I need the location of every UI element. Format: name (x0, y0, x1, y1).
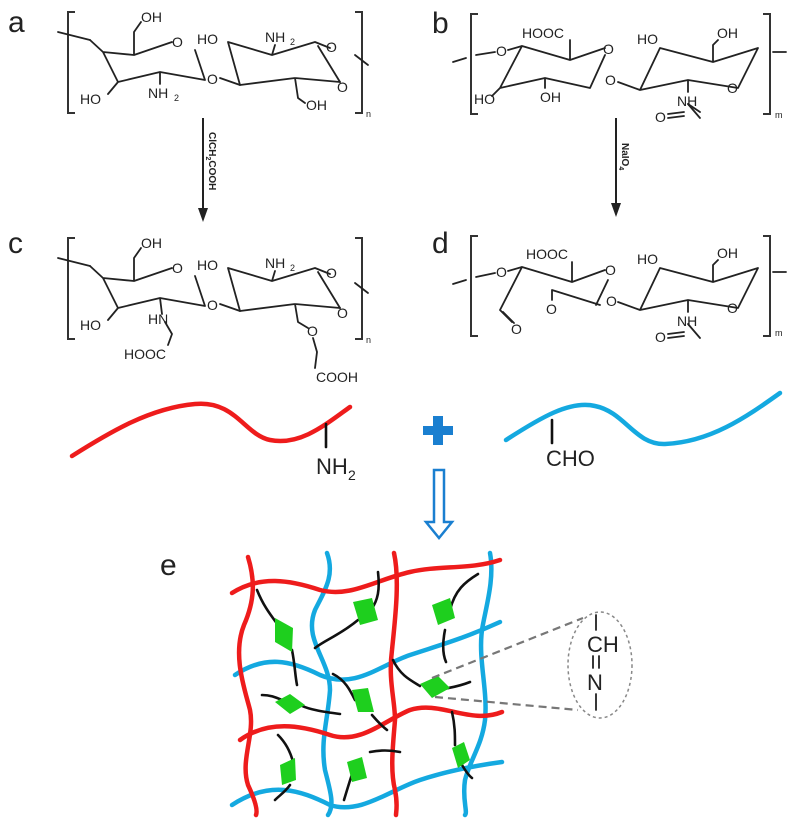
panel-label-a: a (8, 6, 25, 39)
svg-text:HO: HO (197, 257, 218, 273)
reaction-arrow-a-to-c: ClCH2COOH (198, 118, 217, 222)
reaction-arrow-b-to-d: NaIO4 (611, 118, 630, 217)
svg-text:HO: HO (637, 251, 658, 267)
svg-text:O: O (496, 43, 507, 59)
panel-label-c: c (8, 227, 23, 260)
svg-text:NH: NH (316, 454, 348, 479)
svg-text:OH: OH (306, 97, 327, 113)
panel-e-hydrogel-network: e (160, 549, 505, 818)
svg-text:O: O (207, 297, 218, 313)
svg-text:HOOC: HOOC (522, 25, 564, 41)
svg-text:CHO: CHO (546, 446, 595, 471)
svg-text:O: O (337, 79, 348, 95)
svg-text:O: O (546, 301, 557, 317)
svg-text:2: 2 (174, 93, 179, 103)
svg-text:O: O (172, 34, 183, 50)
left-bracket (67, 237, 75, 340)
svg-text:O: O (603, 41, 614, 57)
schiff-base-inset: CH N (431, 611, 633, 719)
svg-text:O: O (496, 264, 507, 280)
svg-text:HO: HO (197, 31, 218, 47)
plus-operator (423, 416, 453, 445)
left-bracket (470, 235, 478, 337)
svg-text:OH: OH (717, 25, 738, 41)
svg-text:NH: NH (677, 93, 697, 109)
svg-text:2: 2 (290, 37, 295, 47)
svg-text:m: m (775, 328, 783, 338)
aldehyde-polymer-chain: CHO (503, 390, 783, 471)
svg-text:m: m (775, 110, 783, 120)
svg-text:NaIO4: NaIO4 (617, 143, 630, 170)
svg-text:OH: OH (141, 235, 162, 251)
svg-text:HN: HN (148, 311, 168, 327)
svg-text:OH: OH (540, 89, 561, 105)
yields-arrow (423, 468, 455, 540)
svg-text:O: O (727, 80, 738, 96)
svg-text:N: N (587, 670, 603, 695)
svg-text:HOOC: HOOC (124, 346, 166, 362)
right-bracket (763, 13, 771, 115)
amine-polymer-chain: NH 2 (69, 401, 356, 483)
svg-text:HO: HO (474, 91, 495, 107)
svg-text:O: O (605, 72, 616, 88)
svg-text:NH: NH (265, 255, 285, 271)
svg-text:O: O (307, 323, 318, 339)
svg-text:O: O (207, 71, 218, 87)
svg-text:O: O (172, 260, 183, 276)
svg-text:OH: OH (717, 245, 738, 261)
svg-text:O: O (337, 305, 348, 321)
left-bracket (67, 11, 75, 114)
panel-label-d: d (432, 227, 449, 260)
svg-text:O: O (606, 293, 617, 309)
svg-text:NH: NH (677, 313, 697, 329)
svg-text:HOOC: HOOC (526, 246, 568, 262)
svg-text:n: n (366, 335, 371, 345)
svg-text:O: O (727, 300, 738, 316)
left-bracket (470, 13, 478, 115)
svg-text:O: O (655, 109, 666, 125)
svg-text:2: 2 (290, 263, 295, 273)
svg-text:NH: NH (265, 29, 285, 45)
svg-text:O: O (326, 39, 337, 55)
svg-text:COOH: COOH (316, 369, 358, 385)
svg-text:2: 2 (348, 467, 356, 483)
svg-text:O: O (655, 329, 666, 345)
svg-text:HO: HO (80, 91, 101, 107)
svg-text:O: O (326, 265, 337, 281)
svg-text:HO: HO (80, 317, 101, 333)
right-bracket (763, 235, 771, 337)
svg-text:ClCH2COOH: ClCH2COOH (204, 132, 217, 190)
panel-a-chitosan: a n O OH HO NH 2 O HO NH 2 O O OH (8, 6, 371, 119)
panel-d-oxidized-hyaluronic-acid: d m O HOOC O O O O HO OH NH O O (432, 227, 787, 345)
svg-text:HO: HO (637, 31, 658, 47)
svg-text:CH: CH (587, 632, 619, 657)
svg-text:OH: OH (141, 9, 162, 25)
svg-text:NH: NH (148, 85, 168, 101)
panel-label-e: e (160, 549, 177, 582)
svg-text:O: O (511, 321, 522, 337)
panel-c-carboxymethyl-chitosan: c n O OH HO HN HOOC O HO NH 2 O O O COOH (8, 227, 371, 385)
panel-label-b: b (432, 7, 449, 40)
svg-text:O: O (605, 262, 616, 278)
svg-text:n: n (366, 109, 371, 119)
panel-b-hyaluronic-acid: b m O HOOC O HO OH O HO OH NH O O (432, 7, 787, 125)
right-bracket (355, 11, 363, 114)
